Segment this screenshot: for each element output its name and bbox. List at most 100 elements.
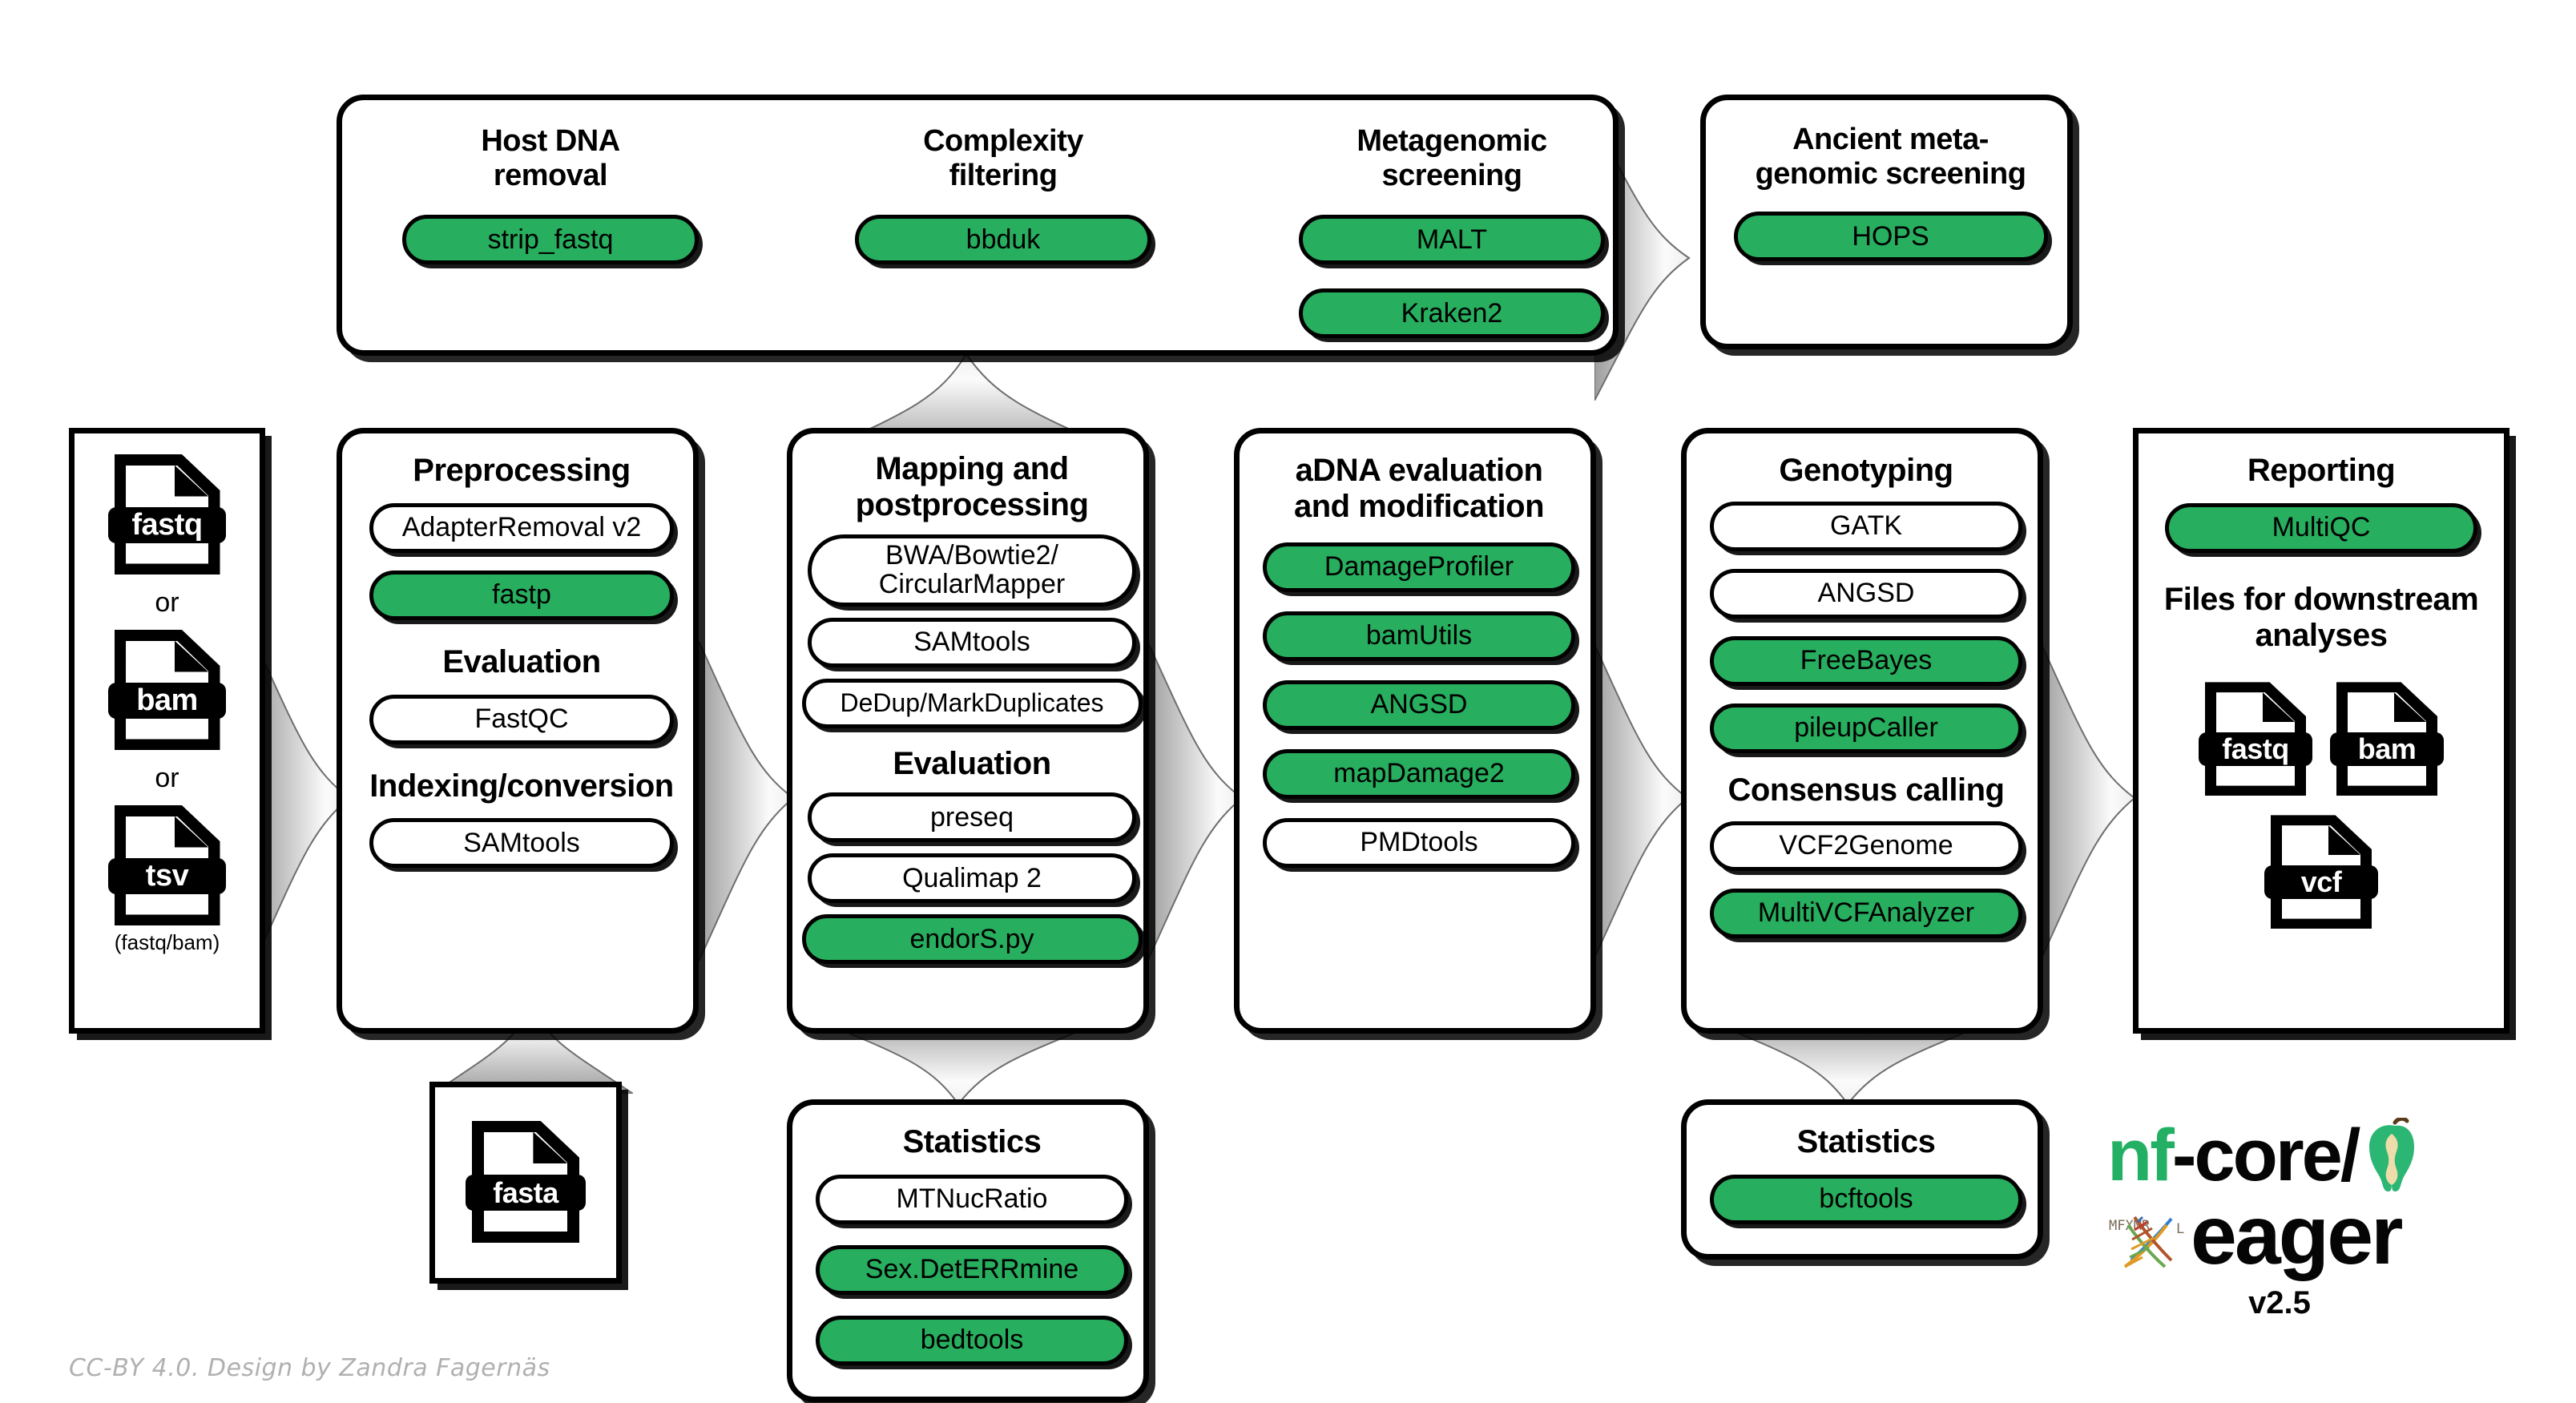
tool-pill-vcf2genome[interactable]: VCF2Genome [1710, 820, 2022, 871]
panel-title: Ancient meta- genomic screening [1755, 123, 2026, 191]
tool-label: MALT [1416, 224, 1488, 255]
preprocessing-content: Preprocessing AdapterRemoval v2 fastp Ev… [350, 453, 693, 869]
adna-content: aDNA evaluation and modification DamageP… [1248, 453, 1590, 868]
tool-pill-dedup-markduplicates[interactable]: DeDup/MarkDuplicates [801, 678, 1143, 728]
credit-text: CC-BY 4.0. Design by Zandra Fagernäs [69, 1354, 550, 1382]
tool-pill-bwa-bowtie2-circularmapper[interactable]: BWA/Bowtie2/ CircularMapper [808, 534, 1136, 607]
subhead-evaluation: Evaluation [893, 745, 1051, 781]
tool-pill-qualimap-2[interactable]: Qualimap 2 [808, 853, 1136, 904]
or-label-2: or [155, 763, 179, 793]
file-icon-fasta: fasta [465, 1121, 587, 1243]
panel-title: aDNA evaluation and modification [1294, 453, 1545, 524]
tool-label: bamUtils [1365, 620, 1473, 651]
group-title: Complexity filtering [923, 124, 1083, 192]
tool-pill-mapdamage2[interactable]: mapDamage2 [1263, 748, 1575, 799]
statistics-right-content: Statistics bcftools [1695, 1124, 2038, 1224]
tool-pill-endors-py[interactable]: endorS.py [801, 914, 1143, 965]
tool-pill-freebayes[interactable]: FreeBayes [1710, 635, 2022, 686]
logo-nf-text: nf [2107, 1115, 2175, 1196]
tool-label: SAMtools [913, 627, 1030, 658]
tool-label: Sex.DetERRmine [865, 1254, 1079, 1285]
tool-pill-sex-deterrmine[interactable]: Sex.DetERRmine [816, 1244, 1128, 1295]
tool-pill-gatk[interactable]: GATK [1710, 501, 2022, 551]
file-label-band: fastq [107, 507, 227, 543]
tool-pill-mtnucratio[interactable]: MTNucRatio [816, 1174, 1128, 1224]
logo-line-1: nf -core/ [2107, 1114, 2540, 1198]
file-icon-fastq: fastq [2199, 682, 2312, 796]
genotyping-panel: Genotyping GATK ANGSD FreeBayes pileupCa… [1681, 428, 2043, 1034]
panel-title: Reporting [2247, 453, 2396, 488]
group-title: Host DNA removal [481, 124, 620, 192]
file-label-band: bam [2330, 732, 2444, 767]
tool-pill-samtools[interactable]: SAMtools [808, 617, 1136, 667]
tool-pill-pileupcaller[interactable]: pileupCaller [1710, 703, 2022, 753]
tool-pill-pmdtools[interactable]: PMDtools [1263, 817, 1575, 868]
file-label-band: fastq [2199, 732, 2312, 767]
tool-pill-fastp[interactable]: fastp [369, 570, 674, 620]
reporting-file-row: fastq bam [2199, 682, 2444, 796]
file-label: bam [2357, 732, 2417, 766]
tool-label: Kraken2 [1401, 297, 1503, 329]
tool-label: bedtools [920, 1324, 1024, 1356]
tool-pill-angsd[interactable]: ANGSD [1263, 679, 1575, 730]
tool-pill-multiqc[interactable]: MultiQC [2165, 502, 2477, 553]
screening-group-host-dna-removal: Host DNA removal strip_fastq [390, 124, 711, 265]
screening-group-complexity-filtering: Complexity filtering bbduk [843, 124, 1163, 265]
tool-pill-adapterremoval-v2[interactable]: AdapterRemoval v2 [369, 502, 674, 553]
tool-pill-damageprofiler[interactable]: DamageProfiler [1263, 542, 1575, 592]
tool-label: ANGSD [1817, 578, 1915, 609]
screening-panel: Host DNA removal strip_fastq Complexity … [337, 95, 1619, 356]
tool-label: MTNucRatio [896, 1183, 1048, 1215]
tool-label: HOPS [1852, 220, 1929, 252]
reference-fasta-panel: fasta [429, 1082, 622, 1284]
tool-pill-samtools[interactable]: SAMtools [369, 818, 674, 869]
statistics-right-panel: Statistics bcftools [1681, 1099, 2043, 1260]
tool-label: VCF2Genome [1779, 830, 1953, 861]
file-label: tsv [145, 859, 189, 893]
tool-label: FreeBayes [1800, 645, 1933, 676]
adna-panel: aDNA evaluation and modification DamageP… [1234, 428, 1596, 1034]
tool-pill-preseq[interactable]: preseq [808, 792, 1136, 843]
file-label-band: fasta [465, 1174, 587, 1211]
tool-label: preseq [930, 802, 1014, 833]
tool-label: MultiQC [2272, 512, 2371, 543]
tool-label: DamageProfiler [1324, 551, 1514, 583]
or-label-1: or [155, 587, 179, 618]
tool-label: MultiVCFAnalyzer [1757, 897, 1975, 929]
tool-pill-bbduk[interactable]: bbduk [855, 215, 1151, 265]
tool-pill-strip-fastq[interactable]: strip_fastq [402, 215, 699, 265]
subhead-consensus-calling: Consensus calling [1727, 772, 2005, 808]
panel-title: Genotyping [1779, 453, 1953, 488]
statistics-left-content: Statistics MTNucRatio Sex.DetERRmine bed… [800, 1124, 1143, 1365]
tool-pill-hops[interactable]: HOPS [1733, 212, 2048, 262]
subhead-indexing-conversion: Indexing/conversion [369, 768, 674, 804]
file-label: fastq [131, 508, 203, 542]
file-label: vcf [2300, 865, 2342, 899]
group-title: Metagenomic screening [1357, 124, 1547, 192]
tool-label: BWA/Bowtie2/ CircularMapper [878, 539, 1066, 599]
screening-group-metagenomic-screening: Metagenomic screening MALT Kraken2 [1292, 124, 1612, 339]
panel-title: Preprocessing [413, 453, 631, 488]
tool-pill-fastqc[interactable]: FastQC [369, 694, 674, 744]
tool-pill-multivcfanalyzer[interactable]: MultiVCFAnalyzer [1710, 888, 2022, 938]
file-icon-bam: bam [2330, 682, 2444, 796]
file-label-band: tsv [107, 858, 227, 894]
panel-title: Statistics [902, 1124, 1042, 1159]
nf-core-eager-logo: nf -core/ MFXMR L [2107, 1114, 2540, 1321]
reporting-content: Reporting MultiQC Files for downstream a… [2139, 453, 2504, 929]
tsv-note: (fastq/bam) [114, 930, 220, 954]
file-label: fasta [493, 1175, 558, 1209]
apple-core-icon [2369, 1117, 2415, 1191]
tool-pill-bcftools[interactable]: bcftools [1710, 1174, 2022, 1224]
tool-pill-kraken2[interactable]: Kraken2 [1299, 288, 1605, 339]
svg-text:L: L [2176, 1221, 2184, 1237]
mapping-content: Mapping and postprocessing BWA/Bowtie2/ … [800, 451, 1143, 965]
tool-pill-angsd[interactable]: ANGSD [1710, 568, 2022, 619]
tool-pill-bedtools[interactable]: bedtools [816, 1315, 1128, 1365]
tool-pill-malt[interactable]: MALT [1299, 215, 1605, 265]
tool-pill-bamutils[interactable]: bamUtils [1263, 611, 1575, 661]
file-icon-tsv: tsv [107, 805, 227, 925]
tool-label: strip_fastq [487, 224, 614, 255]
tool-label: PMDtools [1360, 827, 1478, 858]
